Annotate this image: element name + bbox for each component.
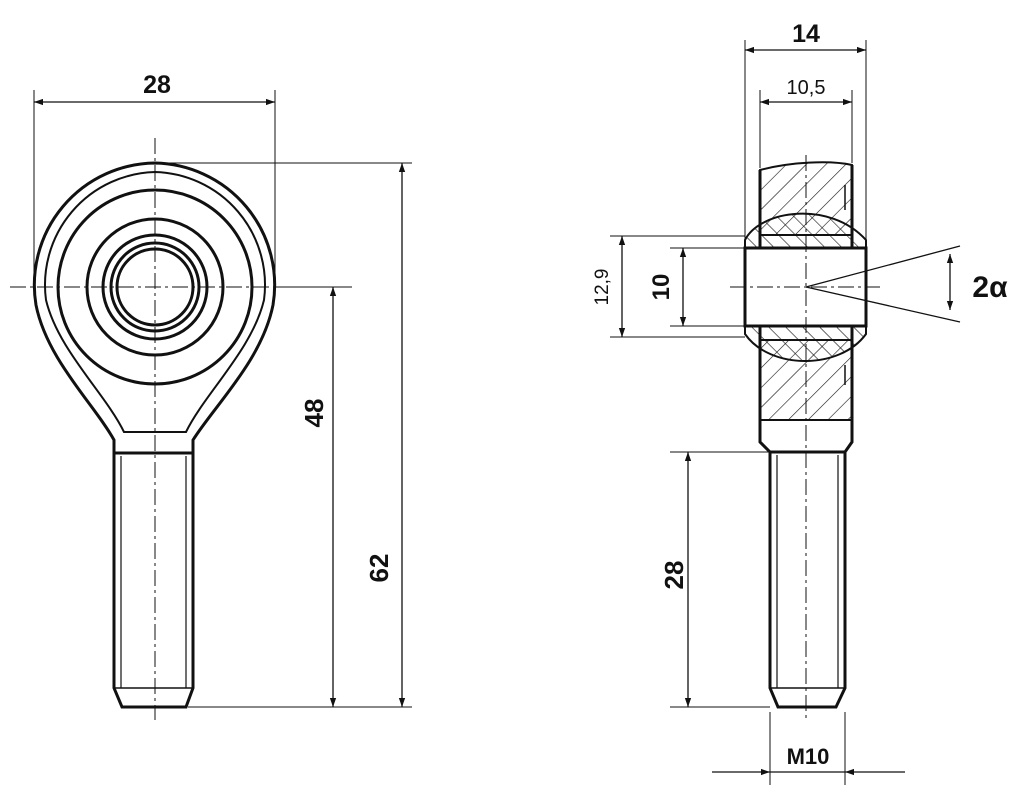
side-bore-label: 10 bbox=[648, 274, 675, 301]
front-overall-length-label: 62 bbox=[364, 554, 394, 583]
side-thread-length-label: 28 bbox=[659, 561, 689, 590]
front-view bbox=[10, 90, 412, 720]
side-ball-diameter-label: 12,9 bbox=[592, 269, 613, 306]
tilt-line-lower bbox=[805, 286, 961, 323]
front-width-label: 28 bbox=[143, 71, 171, 99]
side-ball-width-label: 10,5 bbox=[787, 77, 826, 99]
shank bbox=[112, 453, 195, 709]
front-center-to-end-label: 48 bbox=[299, 399, 329, 428]
side-body-width-label: 14 bbox=[792, 20, 820, 48]
head-outline bbox=[32, 161, 277, 455]
side-shank bbox=[768, 452, 847, 709]
tilt-line-upper bbox=[805, 245, 961, 288]
head-inner-outline bbox=[44, 170, 266, 433]
side-tilt-angle-label: 2α bbox=[972, 271, 1008, 304]
ball-section-lower bbox=[744, 325, 867, 362]
side-view bbox=[610, 40, 961, 785]
body-outline bbox=[758, 165, 854, 454]
side-thread-label: M10 bbox=[787, 744, 830, 769]
